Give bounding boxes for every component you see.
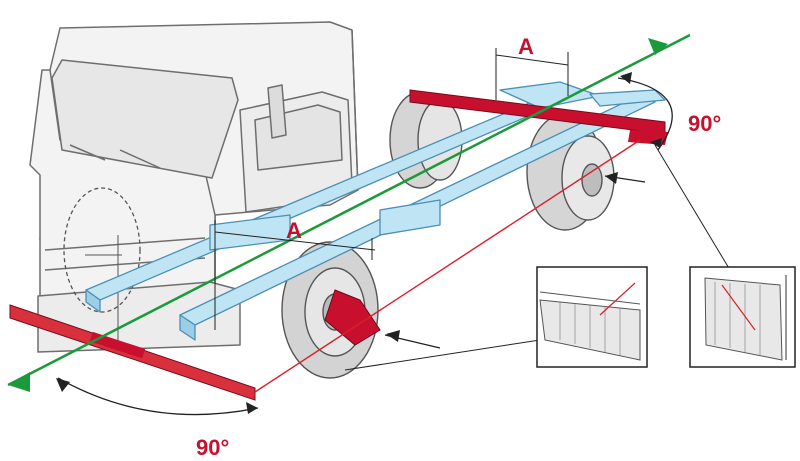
- callout-line-front: [344, 339, 541, 371]
- front-wheel-hidden: [63, 187, 141, 313]
- green-laser-line: [7, 33, 691, 387]
- inset-scale-front: [536, 266, 648, 368]
- dimension-a-mid-label: A: [286, 218, 302, 243]
- dimension-a-top: [495, 48, 569, 100]
- dimension-a-top-label: A: [518, 34, 534, 59]
- angle-arc-bottom: [57, 377, 259, 416]
- truck-cab: [29, 21, 359, 353]
- green-arrow-head-left: [8, 372, 30, 392]
- red-laser-line: [254, 139, 641, 393]
- angle-right-label: 90°: [688, 111, 721, 136]
- inset-scale-rear: [689, 266, 796, 368]
- angle-bottom-label: 90°: [196, 435, 229, 460]
- dimension-a-mid: [214, 220, 376, 330]
- chassis-frame: [85, 81, 666, 341]
- callout-line-rear: [654, 144, 731, 271]
- wheel-clamp: [324, 289, 381, 346]
- front-measuring-bar: [9, 304, 256, 401]
- angle-arc-right: [617, 77, 673, 151]
- green-arrow-head-right: [648, 38, 668, 55]
